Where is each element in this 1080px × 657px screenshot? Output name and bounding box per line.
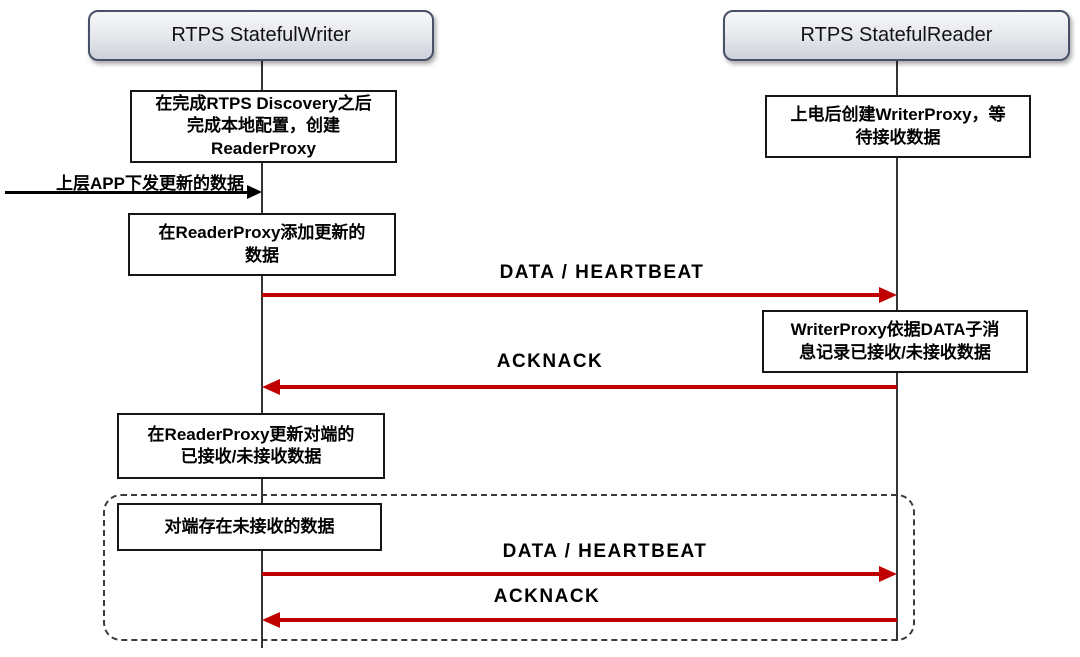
acknack-2-label: ACKNACK (493, 586, 601, 607)
actor-reader-header: RTPS StatefulReader (723, 10, 1070, 61)
actor-writer-header: RTPS StatefulWriter (88, 10, 434, 61)
app-input-arrowhead-icon (247, 185, 262, 199)
reader-note-poweron: 上电后创建WriterProxy，等 待接收数据 (765, 95, 1031, 158)
app-input-label: 上层APP下发更新的数据 (56, 174, 244, 193)
actor-writer-label: RTPS StatefulWriter (171, 24, 351, 46)
acknack-1-arrowhead-icon (262, 379, 280, 395)
writer-note-discovery: 在完成RTPS Discovery之后 完成本地配置，创建 ReaderProx… (130, 90, 397, 163)
writer-note-update-peer: 在ReaderProxy更新对端的 已接收/未接收数据 (117, 413, 385, 479)
app-input-arrow-line (5, 191, 248, 194)
acknack-2-arrowhead-icon (262, 612, 280, 628)
data-heartbeat-1-arrowhead-icon (879, 287, 897, 303)
reader-note-record: WriterProxy依据DATA子消 息记录已接收/未接收数据 (762, 310, 1028, 373)
loop-region-frame (103, 494, 915, 641)
acknack-1-label: ACKNACK (496, 351, 604, 372)
data-heartbeat-2-arrow-line (262, 572, 879, 576)
data-heartbeat-2-label: DATA / HEARTBEAT (502, 541, 708, 562)
data-heartbeat-2-arrowhead-icon (879, 566, 897, 582)
loop-condition-note: 对端存在未接收的数据 (117, 503, 382, 551)
acknack-1-arrow-line (280, 385, 897, 389)
actor-reader-label: RTPS StatefulReader (800, 24, 993, 46)
writer-note-add-data: 在ReaderProxy添加更新的 数据 (128, 213, 396, 276)
data-heartbeat-1-label: DATA / HEARTBEAT (499, 262, 705, 283)
writer-lifeline (261, 61, 263, 648)
data-heartbeat-1-arrow-line (262, 293, 879, 297)
acknack-2-arrow-line (280, 618, 897, 622)
